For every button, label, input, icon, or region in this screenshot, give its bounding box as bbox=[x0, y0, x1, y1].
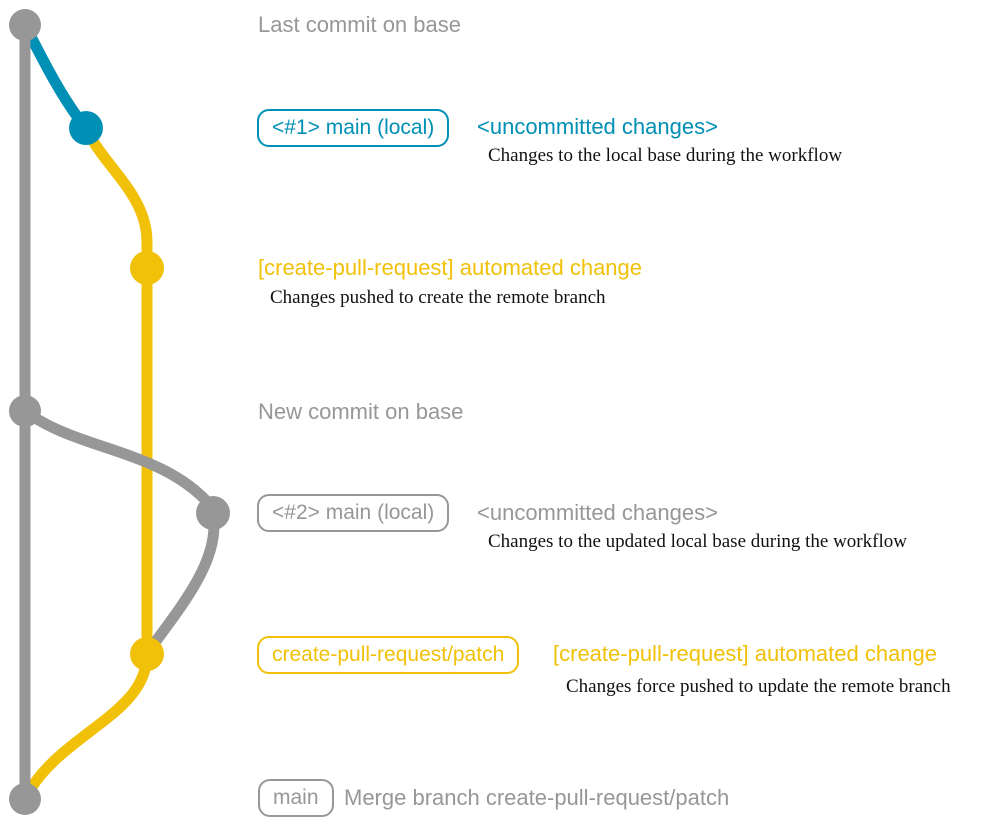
commit-dot-main-local-2 bbox=[196, 496, 230, 530]
last-commit-on-base-label: Last commit on base bbox=[258, 12, 461, 37]
commit-message-merge: Merge branch create-pull-request/patch bbox=[344, 785, 730, 810]
branch-line-local-changes-2 bbox=[19, 405, 220, 657]
commit-caption-automated-1: Changes pushed to create the remote bran… bbox=[270, 287, 606, 308]
branch-badge-main-local-2: <#2> main (local) bbox=[257, 494, 450, 532]
commit-caption-uncommitted-2: Changes to the updated local base during… bbox=[488, 531, 907, 552]
commit-caption-automated-2: Changes force pushed to update the remot… bbox=[566, 676, 951, 697]
branch-line-create-pull-request bbox=[21, 122, 153, 801]
commit-dot-main-local-1 bbox=[69, 111, 103, 145]
commit-caption-uncommitted-1: Changes to the local base during the wor… bbox=[488, 145, 843, 166]
branch-badge-create-pull-request-patch: create-pull-request/patch bbox=[257, 636, 520, 674]
commit-dot-last-base bbox=[9, 9, 41, 41]
new-commit-on-base-label: New commit on base bbox=[258, 399, 464, 424]
commit-message-automated-2: [create-pull-request] automated change bbox=[553, 641, 938, 666]
commit-message-uncommitted-1: <uncommitted changes> bbox=[477, 114, 718, 139]
commit-message-uncommitted-2: <uncommitted changes> bbox=[477, 500, 718, 525]
commit-dot-automated-1 bbox=[130, 251, 164, 285]
commit-message-automated-1: [create-pull-request] automated change bbox=[258, 255, 643, 280]
branch-badge-main: main bbox=[258, 779, 334, 817]
commit-dot-merge bbox=[9, 783, 41, 815]
commit-dot-new-base bbox=[9, 395, 41, 427]
commit-dot-automated-2 bbox=[130, 637, 164, 671]
branch-badge-main-local-1: <#1> main (local) bbox=[257, 109, 450, 147]
branch-line-local-changes-1 bbox=[20, 21, 92, 134]
